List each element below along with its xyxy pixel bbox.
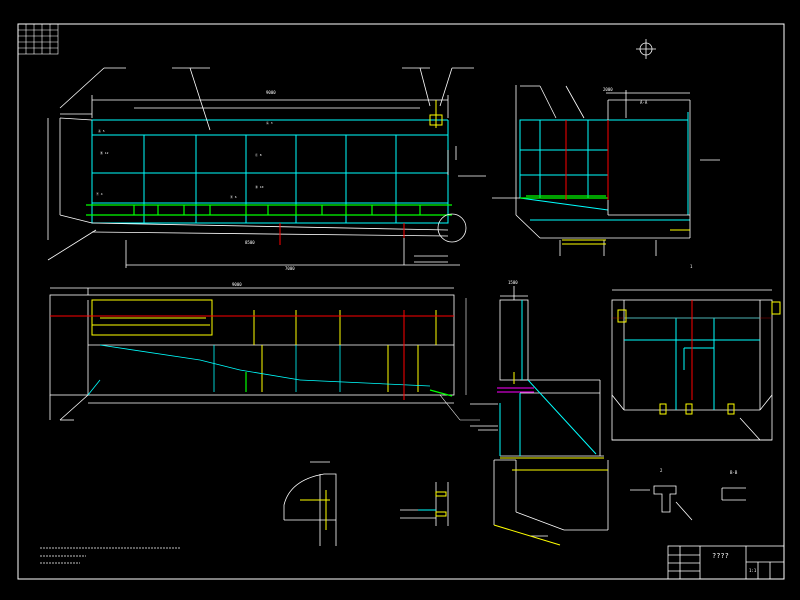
svg-text:Ⓑ 12: Ⓑ 12: [100, 150, 109, 155]
elevation-bottom-dimension: 7000: [285, 266, 295, 271]
end-section-view: [611, 289, 781, 441]
section-mark-1: 1: [690, 264, 693, 269]
svg-text:Ⓔ 6: Ⓔ 6: [230, 194, 237, 199]
drawing-border: [17, 23, 785, 580]
drawing-title: ????: [712, 552, 729, 560]
revision-table: [17, 23, 59, 55]
section-mark-2: 2: [660, 468, 663, 473]
elevation-overall-dimension: 8500: [245, 240, 255, 245]
section-top-dimension: 2000: [603, 87, 613, 92]
plan-total-dimension: 9000: [232, 282, 242, 287]
north-arrow-icon: [636, 39, 656, 59]
section-view-label: A-A: [640, 100, 648, 105]
section-view-label-b: B-B: [730, 470, 738, 475]
svg-text:Ⓕ 4: Ⓕ 4: [96, 191, 103, 196]
small-profile-detail: [400, 482, 449, 526]
curved-detail-view: [283, 461, 337, 546]
small-section-a: 2: [630, 468, 693, 521]
front-elevation-view: 9000 7000 8500 Ⓐ 5 Ⓑ 12 Ⓒ 8 Ⓓ 10 Ⓔ 6 Ⓕ 4…: [47, 67, 486, 271]
section-side-dimension: 1500: [508, 280, 518, 285]
svg-text:Ⓒ 8: Ⓒ 8: [255, 152, 262, 157]
svg-text:Ⓖ 3: Ⓖ 3: [266, 120, 273, 125]
section-detail-view: 1500: [470, 280, 609, 546]
drawing-scale: 1:1: [749, 568, 757, 573]
drawing-notes: [40, 547, 180, 564]
side-elevation-view: 2000 A-A 1: [492, 39, 720, 269]
title-block: ???? 1:1: [667, 545, 785, 580]
svg-text:Ⓓ 10: Ⓓ 10: [255, 184, 264, 189]
elevation-total-dimension: 9000: [266, 90, 276, 95]
svg-text:Ⓐ 5: Ⓐ 5: [98, 128, 105, 133]
plan-view: 9000: [49, 282, 480, 421]
small-section-b: B-B: [721, 470, 746, 501]
